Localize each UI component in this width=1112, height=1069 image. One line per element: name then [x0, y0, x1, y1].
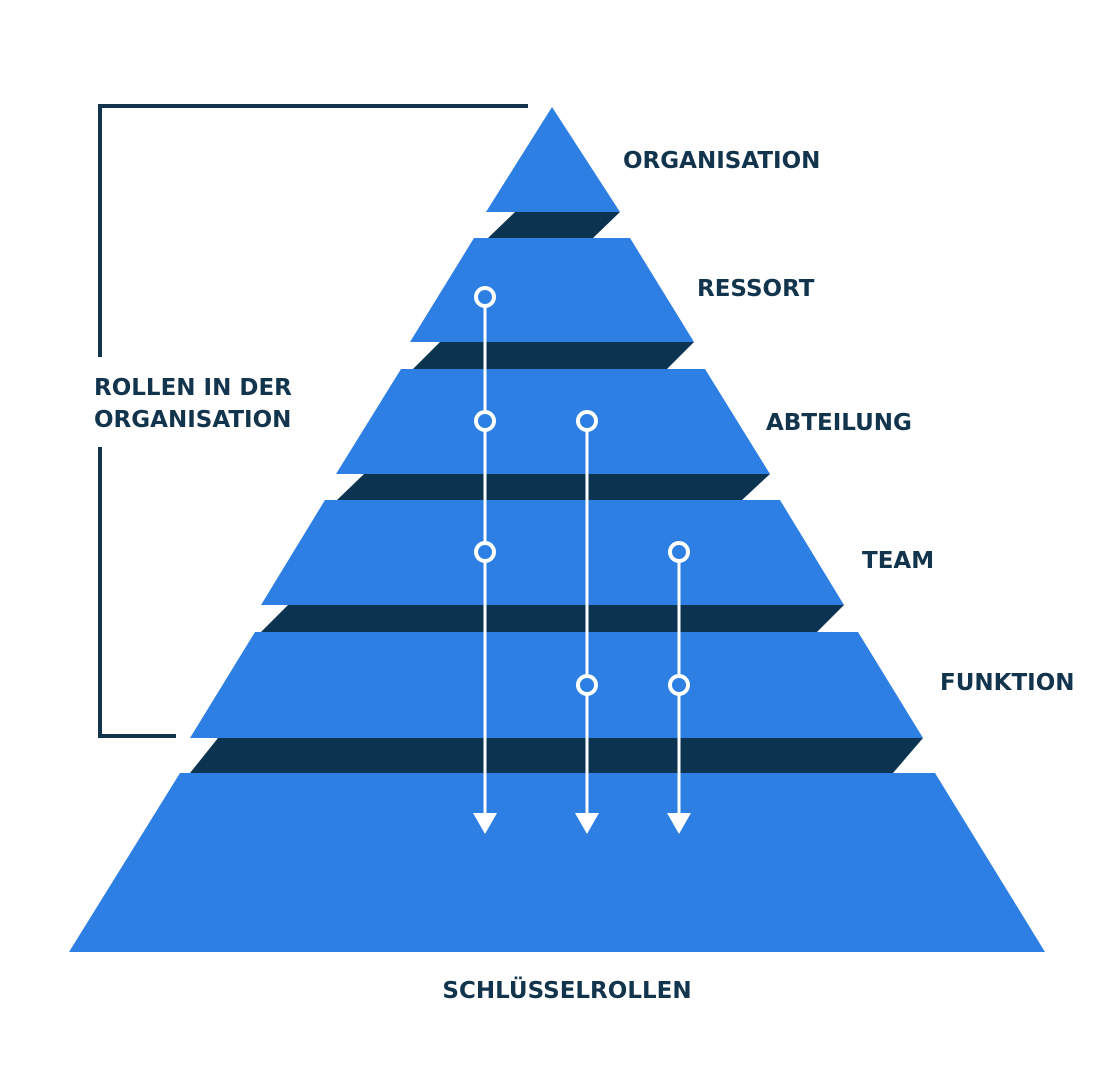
label-funktion: FUNKTION: [940, 670, 1075, 696]
node-abteilung: [474, 410, 496, 432]
shadow-band-5: [190, 738, 923, 773]
connector-ressort: [473, 286, 497, 834]
label-organisation: ORGANISATION: [623, 148, 820, 174]
tier-funktion: [190, 632, 923, 738]
shadow-band-3: [337, 474, 770, 500]
arrow-head-icon: [667, 813, 691, 834]
tier-schluesselrollen: [69, 773, 1045, 952]
shadow-band-4: [261, 605, 844, 632]
bracket-upper-line: [98, 104, 528, 357]
node-team: [668, 541, 690, 563]
node-abteilung: [576, 410, 598, 432]
label-team: TEAM: [862, 548, 934, 574]
shadow-band-1: [488, 212, 620, 238]
tier-shadows: [190, 212, 923, 773]
connector-abteilung: [575, 410, 599, 834]
arrow-head-icon: [473, 813, 497, 834]
node-funktion: [576, 674, 598, 696]
node-ressort: [474, 286, 496, 308]
tier-organisation: [486, 107, 620, 212]
node-funktion: [668, 674, 690, 696]
shadow-band-2: [413, 342, 694, 369]
organisation-bracket: ROLLEN IN DER ORGANISATION: [94, 104, 528, 738]
tier-team: [261, 500, 844, 605]
label-abteilung: ABTEILUNG: [766, 410, 912, 436]
tier-ressort: [410, 238, 694, 342]
bracket-label-line2: ORGANISATION: [94, 407, 291, 433]
pyramid-tiers: [69, 107, 1045, 952]
node-team: [474, 541, 496, 563]
tier-abteilung: [336, 369, 770, 474]
label-schluesselrollen: SCHLÜSSELROLLEN: [442, 976, 691, 1004]
label-ressort: RESSORT: [697, 276, 815, 302]
connector-team: [667, 541, 691, 834]
connectors: [473, 286, 691, 834]
bracket-lower-line: [98, 447, 176, 738]
level-labels: ORGANISATION RESSORT ABTEILUNG TEAM FUNK…: [442, 148, 1074, 1004]
arrow-head-icon: [575, 813, 599, 834]
bracket-label-line1: ROLLEN IN DER: [94, 375, 292, 401]
